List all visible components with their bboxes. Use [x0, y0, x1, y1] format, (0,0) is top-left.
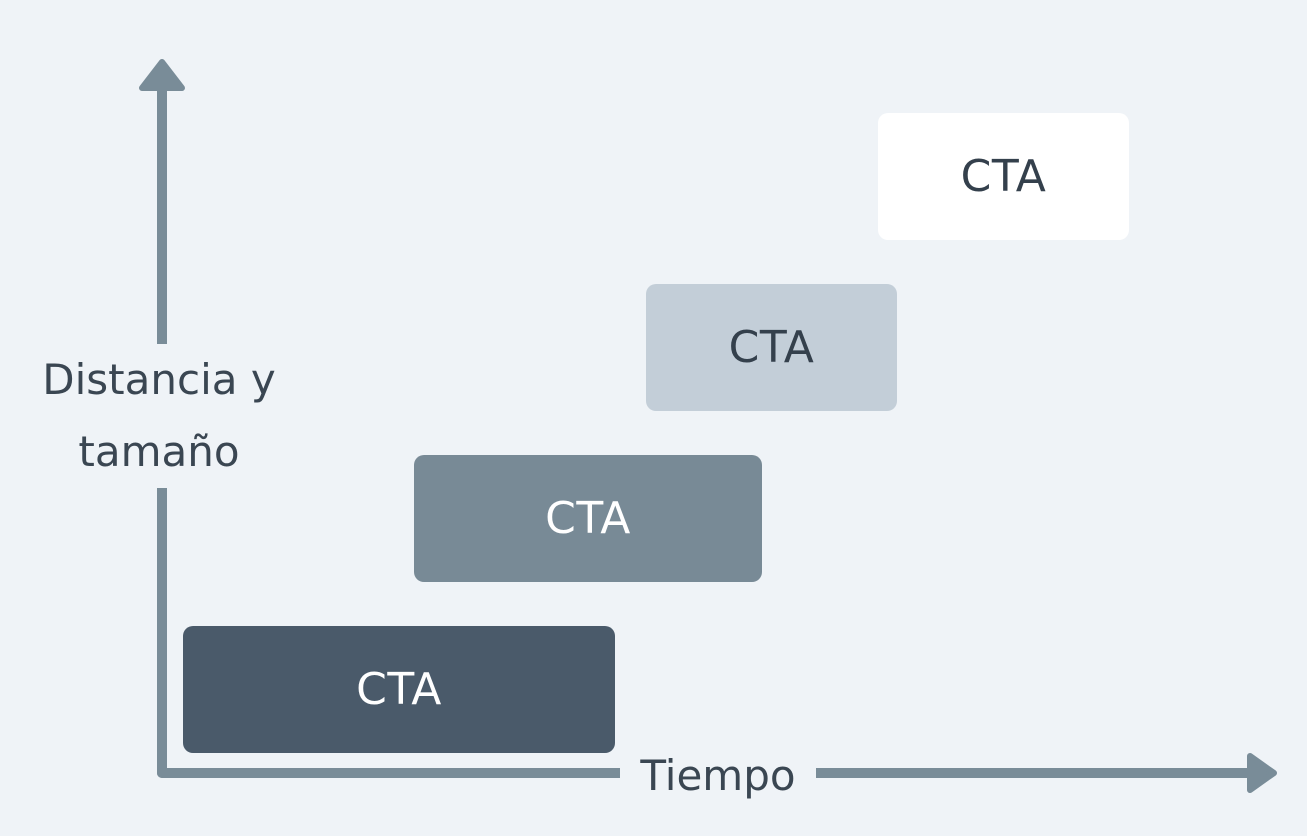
- y-axis-arrowhead: [139, 59, 185, 91]
- cta-step-3: CTA: [646, 284, 897, 411]
- cta-step-2: CTA: [414, 455, 762, 582]
- x-axis-arrowhead: [1247, 753, 1277, 793]
- cta-step-4: CTA: [878, 113, 1129, 240]
- y-axis-label: Distancia y tamaño: [20, 344, 298, 488]
- x-axis-label: Tiempo: [620, 746, 816, 806]
- cta-step-1: CTA: [183, 626, 615, 753]
